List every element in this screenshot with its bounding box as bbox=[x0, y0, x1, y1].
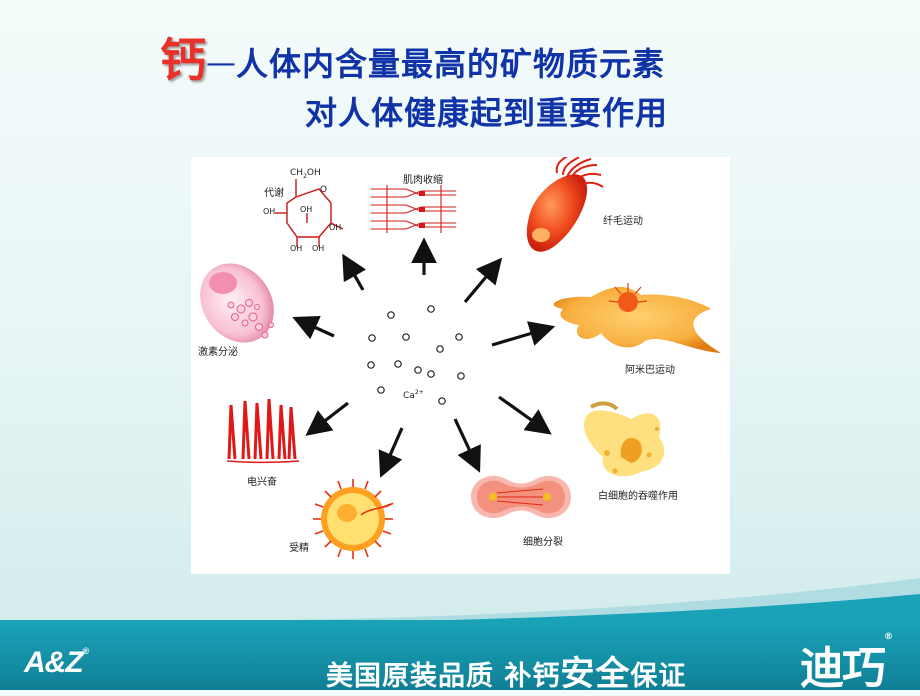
amoeba-cell bbox=[553, 283, 721, 353]
title-line-1: 钙 — 人体内含量最高的矿物质元素 bbox=[160, 30, 665, 86]
egg-cell bbox=[313, 479, 394, 559]
label-excitation: 电兴奋 bbox=[247, 477, 277, 488]
label-fertilization: 受精 bbox=[289, 543, 309, 554]
glucose-oh-3: OH bbox=[329, 223, 342, 232]
glucose-oh-1: OH bbox=[263, 207, 276, 216]
excitation-spikes bbox=[226, 398, 300, 464]
title-line-2: 对人体健康起到重要作用 bbox=[305, 94, 669, 132]
footer-bar bbox=[0, 620, 920, 690]
title-dash: — bbox=[206, 46, 236, 81]
calcium-char: 钙 bbox=[160, 33, 206, 87]
label-phagocytosis: 白细胞的吞噬作用 bbox=[598, 491, 678, 502]
glucose-ring-o: O bbox=[320, 185, 328, 195]
muscle-bands bbox=[419, 191, 425, 228]
label-cell-division: 细胞分裂 bbox=[523, 537, 563, 548]
secretory-cell bbox=[200, 263, 274, 343]
ciliated-cell bbox=[526, 157, 604, 252]
glucose-structure bbox=[275, 179, 344, 247]
az-logo: A&Z® bbox=[24, 646, 89, 679]
glucose-oh-5: OH bbox=[312, 244, 325, 253]
arrows bbox=[292, 237, 556, 478]
title-text-1: 人体内含量最高的矿物质元素 bbox=[236, 45, 666, 83]
brand-logo: 迪巧® bbox=[800, 632, 893, 694]
glucose-oh-4: OH bbox=[290, 244, 303, 253]
dividing-cell bbox=[471, 475, 571, 519]
glucose-ch2oh: CH2OH bbox=[290, 168, 321, 180]
label-calcium-ion: Ca2+ bbox=[403, 389, 424, 401]
diagram-graphics bbox=[200, 157, 721, 559]
glucose-oh-2: OH bbox=[300, 205, 313, 214]
label-cilia-movement: 纤毛运动 bbox=[603, 216, 643, 227]
label-amoeba-movement: 阿米巴运动 bbox=[625, 365, 675, 376]
label-metabolism: 代谢 bbox=[264, 188, 284, 199]
calcium-function-diagram: CH2OH O OH OH OH OH OH 代谢 肌肉收缩 纤毛运动 阿米巴运… bbox=[191, 157, 730, 574]
phagocyte-cell bbox=[583, 401, 665, 477]
label-muscle-contraction: 肌肉收缩 bbox=[403, 175, 443, 186]
label-hormone-secretion: 激素分泌 bbox=[198, 347, 238, 358]
calcium-ions bbox=[367, 305, 465, 405]
footer-slogan: 美国原装品质 补钙安全保证 bbox=[326, 654, 687, 694]
muscle-fibers bbox=[371, 185, 456, 233]
